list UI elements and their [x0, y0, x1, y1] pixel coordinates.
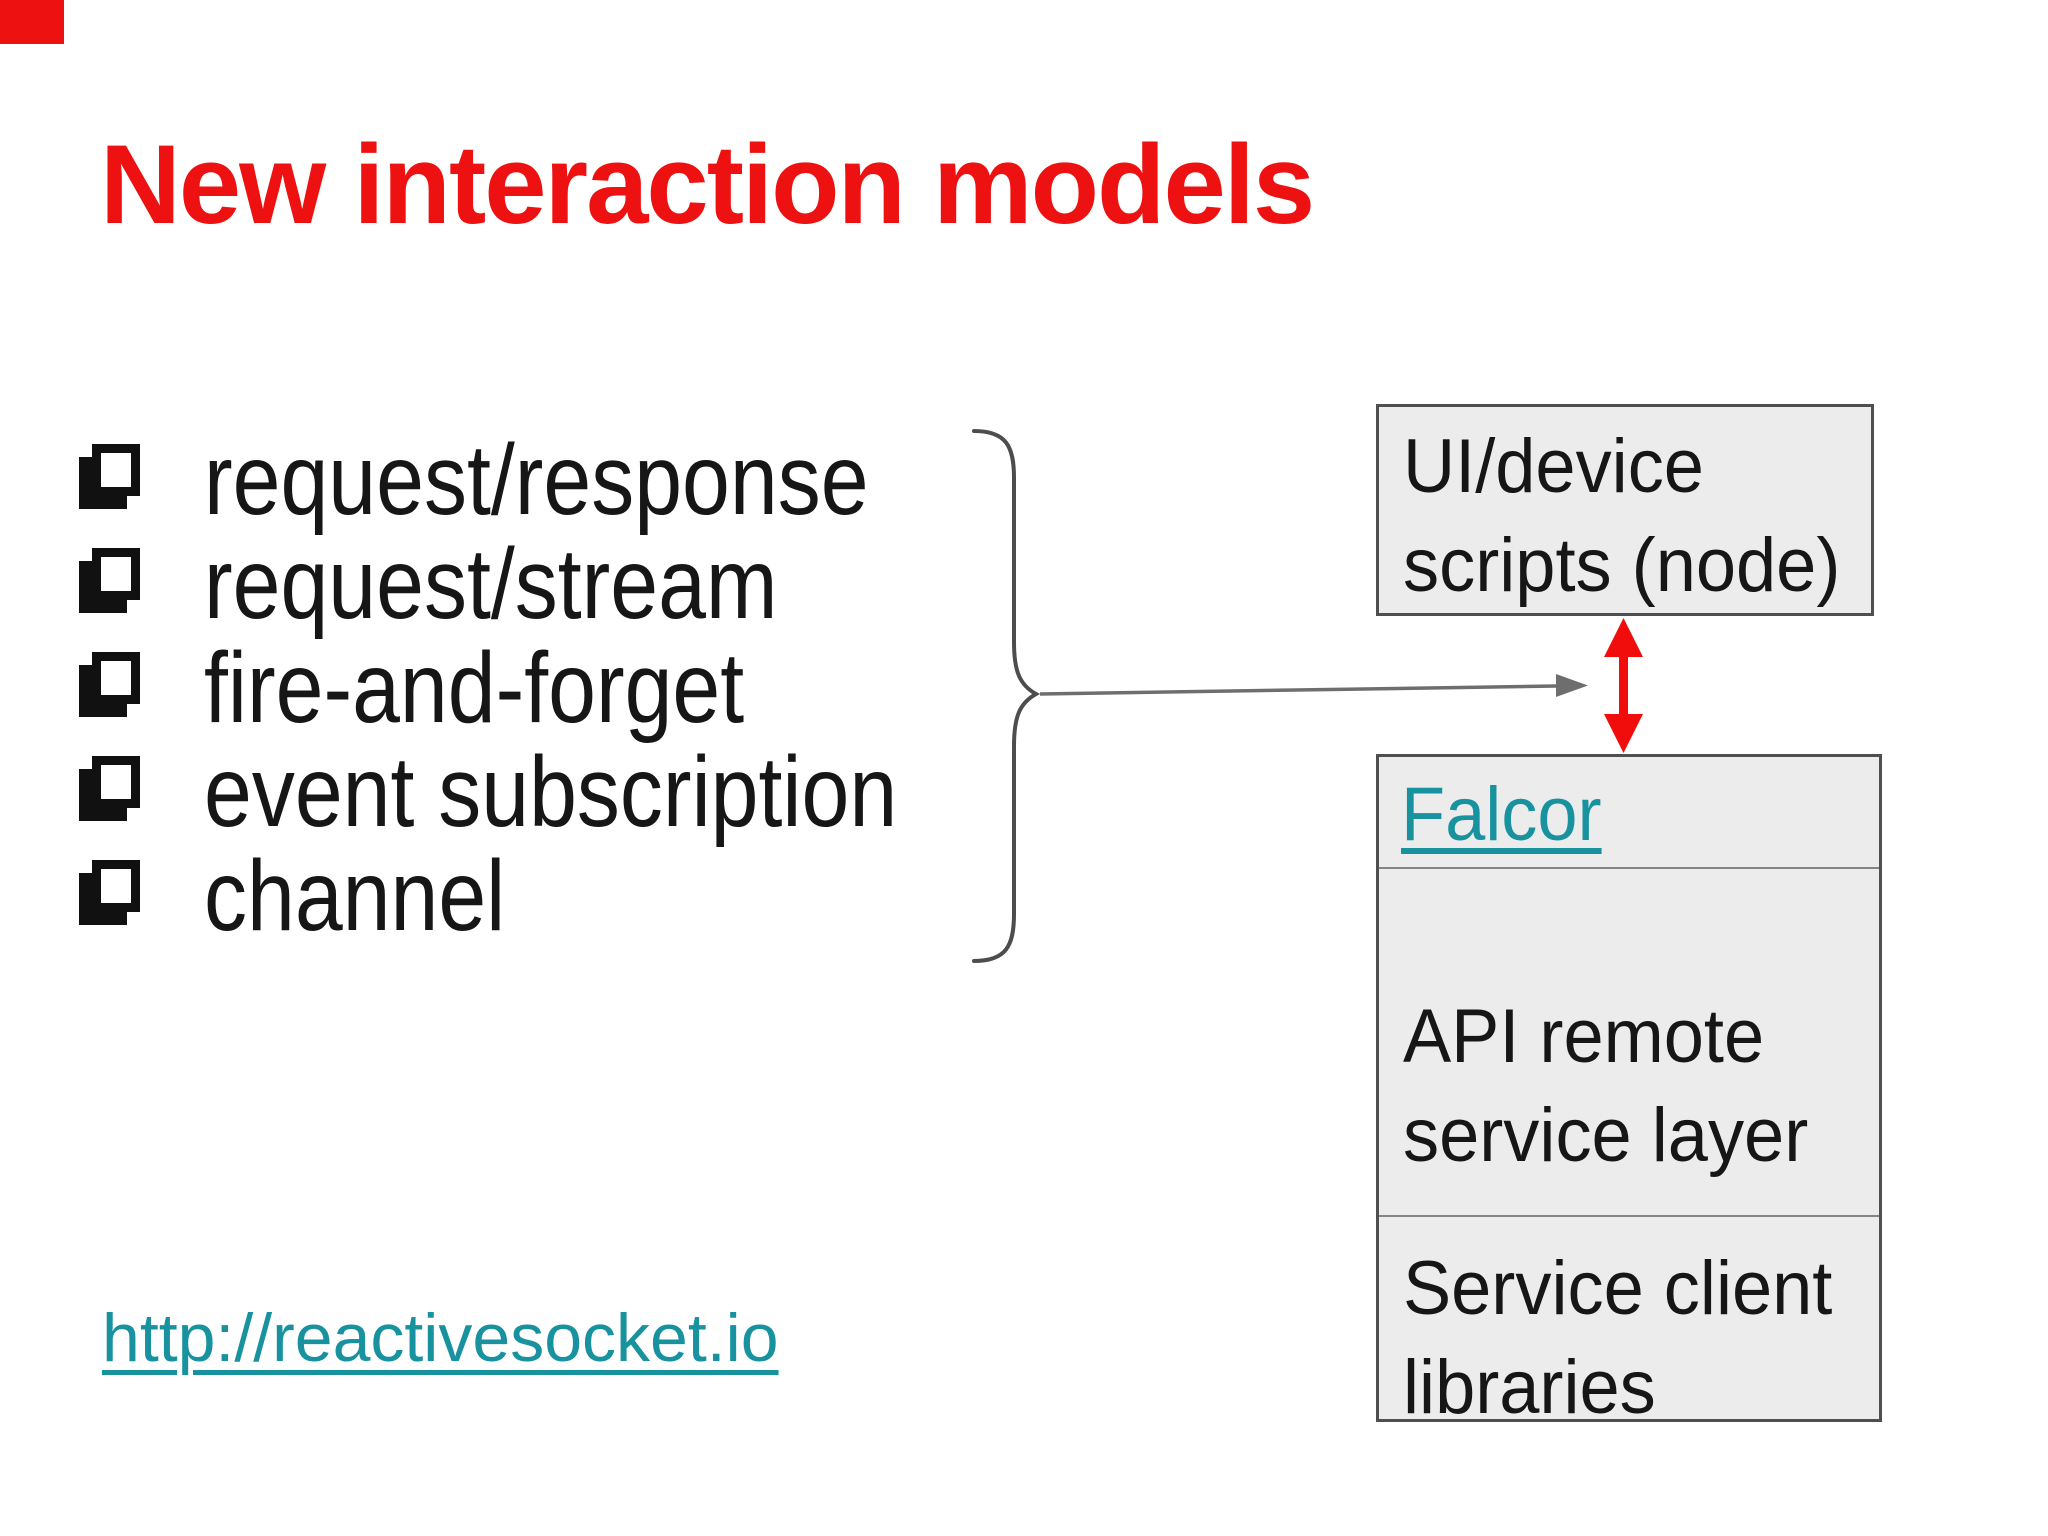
checkbox-bullet-icon	[92, 860, 140, 912]
list-item: fire-and-forget	[92, 636, 1010, 740]
checkbox-bullet-icon	[92, 444, 140, 496]
falcor-stack-box: Falcor API remote service layer Service …	[1376, 754, 1882, 1430]
red-arrowhead-down-icon	[1604, 714, 1643, 753]
ui-box-line2: scripts (node)	[1403, 523, 1841, 608]
service-client-libraries-section: Service client libraries	[1379, 1217, 1879, 1430]
checkbox-bullet-icon	[92, 652, 140, 704]
list-item-label: event subscription	[204, 736, 898, 848]
list-item-label: fire-and-forget	[204, 632, 745, 744]
list-item-label: channel	[204, 840, 506, 952]
checkbox-bullet-icon	[92, 756, 140, 808]
ui-box-line1: UI/device	[1403, 424, 1704, 509]
svc-section-line2: libraries	[1403, 1345, 1656, 1430]
falcor-link[interactable]: Falcor	[1401, 772, 1602, 857]
gray-connector-arrow	[1039, 684, 1557, 696]
curly-brace	[972, 429, 1041, 963]
list-item-label: request/stream	[204, 528, 778, 640]
gray-arrowhead-icon	[1556, 674, 1588, 697]
list-item-label: request/response	[204, 424, 869, 536]
falcor-row: Falcor	[1379, 757, 1879, 869]
list-item: request/stream	[92, 532, 1010, 636]
list-item: event subscription	[92, 740, 1010, 844]
api-section-line1: API remote	[1403, 994, 1765, 1079]
red-arrowhead-up-icon	[1604, 618, 1643, 657]
reactivesocket-link[interactable]: http://reactivesocket.io	[102, 1300, 779, 1376]
interaction-models-list: request/response request/stream fire-and…	[92, 428, 1010, 948]
list-item: channel	[92, 844, 1010, 948]
api-section-line2: service layer	[1403, 1093, 1809, 1178]
checkbox-bullet-icon	[92, 548, 140, 600]
svc-section-line1: Service client	[1403, 1246, 1833, 1331]
ui-device-scripts-box: UI/device scripts (node)	[1376, 404, 1874, 616]
page-title: New interaction models	[100, 122, 1315, 248]
api-remote-service-layer-section: API remote service layer	[1379, 869, 1879, 1217]
list-item: request/response	[92, 428, 1010, 532]
corner-red-mark	[0, 0, 64, 44]
